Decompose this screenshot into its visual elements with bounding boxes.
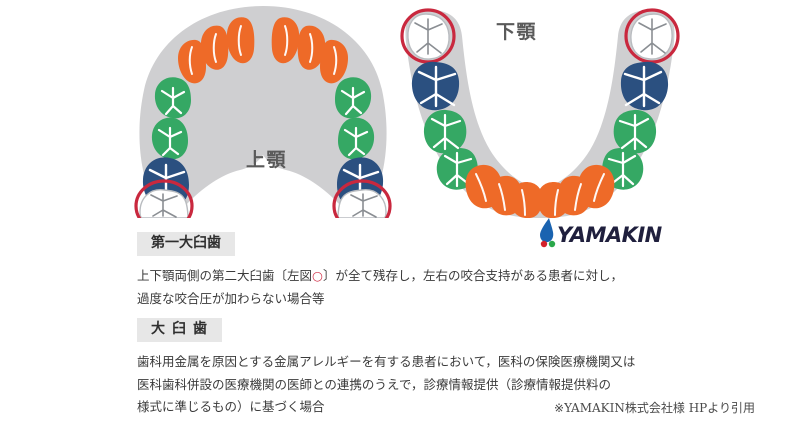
upper-right-second-molar	[337, 189, 387, 218]
yamakin-logo-mark	[540, 218, 556, 248]
lower-premolar-teeth	[423, 109, 657, 190]
circle-mark: ○	[312, 268, 323, 284]
lower-right-highlight-ring	[624, 8, 680, 64]
note-line: 過度な咬合圧が加わらない場合等	[137, 290, 325, 306]
upper-second-molar-teeth	[134, 179, 392, 218]
note-block-molar: 大臼歯 歯科用金属を原因とする金属アレルギーを有する患者において，医科の保険医療…	[137, 318, 635, 418]
note-heading-first-molar: 第一大臼歯	[137, 232, 235, 257]
dental-diagram-area: 上顎 下顎	[134, 6, 680, 218]
lower-first-molar-teeth	[411, 61, 669, 111]
upper-premolar-teeth	[151, 77, 375, 160]
note-line-pre: 上下顎両側の第二大臼歯〔左図	[137, 268, 313, 284]
upper-jaw-label: 上顎	[246, 149, 288, 171]
note-block-first-molar: 第一大臼歯 上下顎両側の第二大臼歯〔左図○〕が全て残存し，左右の咬合支持がある患…	[137, 232, 623, 310]
upper-anterior-teeth	[178, 17, 348, 84]
note-body-first-molar: 上下顎両側の第二大臼歯〔左図○〕が全て残存し，左右の咬合支持がある患者に対し， …	[137, 265, 623, 310]
note-line-post: 〕が全て残存し，左右の咬合支持がある患者に対し，	[322, 268, 623, 284]
upper-jaw-diagram	[134, 6, 392, 218]
upper-left-second-molar	[139, 189, 189, 218]
lower-jaw-label: 下顎	[496, 21, 538, 43]
note-body-molar: 歯科用金属を原因とする金属アレルギーを有する患者において，医科の保険医療機関又は…	[137, 351, 635, 418]
note-line: 上下顎両側の第二大臼歯〔左図○〕が全て残存し，左右の咬合支持がある患者に対し，	[137, 265, 623, 287]
upper-left-highlight-ring	[134, 179, 194, 218]
yamakin-wordmark: YAMAKIN	[557, 223, 663, 247]
note-line: 歯科用金属を原因とする金属アレルギーを有する患者において，医科の保険医療機関又は	[137, 354, 636, 370]
yamakin-logo: YAMAKIN	[537, 216, 669, 248]
note-heading-molar: 大臼歯	[137, 318, 222, 343]
lower-left-highlight-ring	[400, 8, 456, 64]
lower-jaw-diagram	[400, 8, 680, 218]
lower-anterior-teeth	[465, 164, 615, 218]
note-line: 医科歯科併設の医療機関の医師との連携のうえで，診療情報提供（診療情報提供料の	[137, 376, 612, 392]
source-credit: ※YAMAKIN株式会社様 HPより引用	[554, 401, 755, 415]
lower-second-molar-teeth	[400, 8, 680, 64]
note-line: 様式に準じるもの）に基づく場合	[137, 398, 325, 414]
upper-right-highlight-ring	[332, 179, 392, 218]
